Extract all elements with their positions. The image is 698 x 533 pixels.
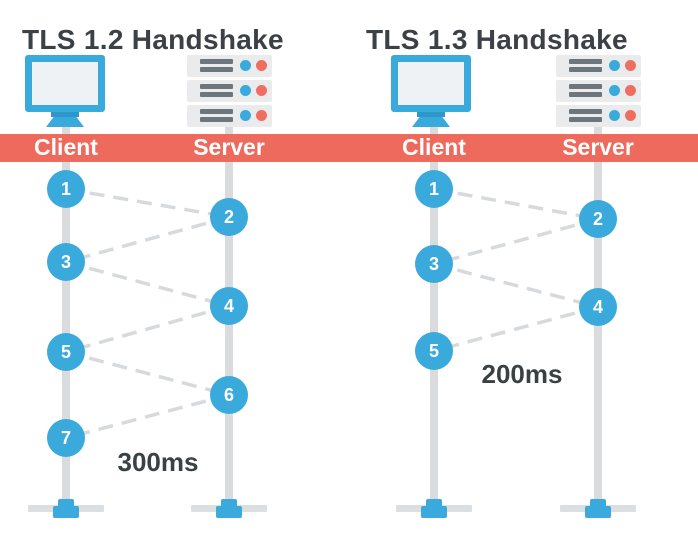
step-circle-1: 1 — [415, 170, 453, 208]
server-vent — [200, 59, 233, 64]
server-lane-label: Server — [193, 134, 265, 160]
step-circle-7: 7 — [47, 419, 85, 457]
message-line-6-to-7 — [65, 393, 230, 440]
server-unit — [556, 105, 641, 127]
diagram-title: TLS 1.3 Handshake — [366, 23, 628, 55]
monitor-chin — [417, 112, 445, 117]
server-vent — [569, 84, 602, 89]
server-unit — [556, 55, 641, 77]
diagram-title: TLS 1.2 Handshake — [22, 23, 284, 55]
server-vent — [200, 67, 233, 72]
server-vent — [200, 84, 233, 89]
step-circle-2: 2 — [579, 200, 617, 238]
step-circle-2: 2 — [210, 198, 248, 236]
message-line-5-to-6 — [65, 350, 230, 397]
server-led-blue — [609, 85, 620, 96]
server-led-blue — [240, 60, 251, 71]
lifeline-foot — [585, 506, 611, 518]
server-led-red — [625, 110, 636, 121]
client-lane-label: Client — [34, 134, 98, 160]
step-circle-5: 5 — [415, 332, 453, 370]
message-line-2-to-3 — [433, 217, 599, 266]
message-line-3-to-4 — [433, 262, 599, 309]
lifeline-foot — [590, 499, 606, 507]
lifeline-foot — [221, 499, 237, 507]
server-vent — [200, 92, 233, 97]
message-line-3-to-4 — [65, 260, 230, 308]
lifeline-foot — [53, 506, 79, 518]
server-led-blue — [240, 85, 251, 96]
monitor-icon — [391, 55, 471, 127]
monitor-icon — [25, 55, 105, 127]
server-rack-icon — [556, 55, 641, 127]
server-vent — [200, 109, 233, 114]
server-lane-label: Server — [562, 134, 634, 160]
server-led-red — [256, 110, 267, 121]
lifeline-foot — [216, 506, 242, 518]
server-unit — [556, 80, 641, 102]
server-led-red — [256, 60, 267, 71]
server-vent — [569, 92, 602, 97]
lifeline-foot — [426, 499, 442, 507]
server-unit — [187, 105, 272, 127]
step-circle-3: 3 — [47, 243, 85, 281]
step-circle-4: 4 — [210, 287, 248, 325]
message-line-2-to-3 — [65, 215, 230, 264]
client-lane-label: Client — [402, 134, 466, 160]
lane-banner — [0, 134, 698, 162]
step-circle-6: 6 — [210, 376, 248, 414]
server-vent — [569, 67, 602, 72]
server-vent — [569, 59, 602, 64]
server-vent — [569, 117, 602, 122]
step-circle-4: 4 — [579, 288, 617, 326]
latency-label: 200ms — [481, 359, 563, 389]
step-circle-1: 1 — [47, 170, 85, 208]
monitor-stand — [412, 117, 450, 127]
monitor-chin — [51, 112, 79, 117]
client-lifeline — [430, 120, 438, 506]
server-led-blue — [609, 110, 620, 121]
step-circle-5: 5 — [47, 333, 85, 371]
server-led-red — [625, 85, 636, 96]
server-led-blue — [609, 60, 620, 71]
server-rack-icon — [187, 55, 272, 127]
server-led-red — [256, 85, 267, 96]
server-vent — [569, 109, 602, 114]
monitor-screen — [391, 55, 471, 112]
server-unit — [187, 55, 272, 77]
monitor-stand — [46, 117, 84, 127]
server-unit — [187, 80, 272, 102]
latency-label: 300ms — [117, 447, 199, 477]
message-line-4-to-5 — [433, 305, 599, 353]
lifeline-foot — [58, 499, 74, 507]
monitor-screen — [25, 55, 105, 112]
client-lifeline — [62, 120, 70, 506]
server-led-blue — [240, 110, 251, 121]
message-line-1-to-2 — [433, 187, 599, 221]
message-line-4-to-5 — [65, 304, 230, 354]
lifeline-foot — [421, 506, 447, 518]
server-led-red — [625, 60, 636, 71]
server-vent — [200, 117, 233, 122]
message-line-1-to-2 — [65, 187, 230, 219]
step-circle-3: 3 — [415, 245, 453, 283]
